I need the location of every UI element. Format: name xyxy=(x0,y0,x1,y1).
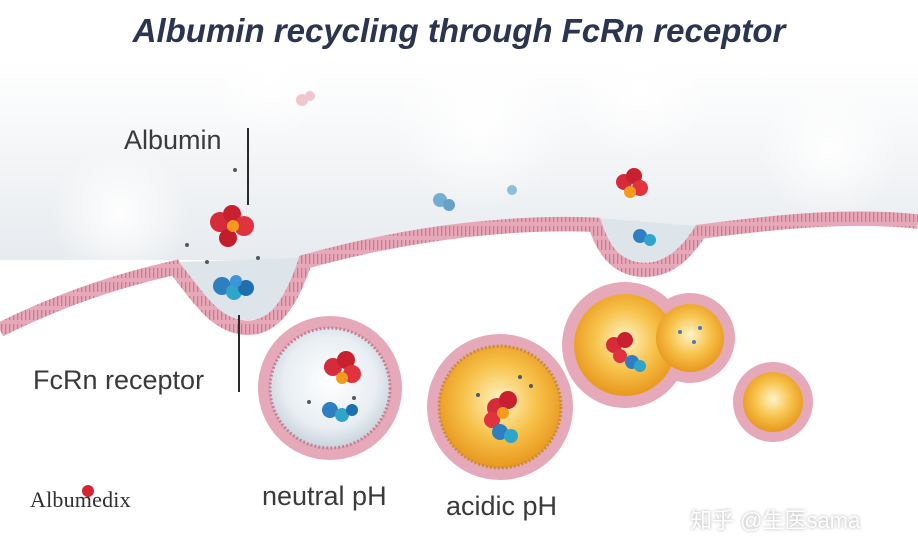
neutral-vesicle xyxy=(258,316,402,460)
diagram-title: Albumin recycling through FcRn receptor xyxy=(132,12,786,49)
floating-protein xyxy=(507,185,517,195)
acidic-ph-label: acidic pH xyxy=(446,491,558,521)
floating-protein xyxy=(296,91,315,106)
fcrn-receptor xyxy=(213,275,254,300)
fcrn-receptor-label: FcRn receptor xyxy=(33,365,205,395)
acidic-vesicle xyxy=(427,334,573,480)
neutral-ph-label: neutral pH xyxy=(262,481,387,511)
watermark: 知乎 @生医sama xyxy=(690,508,861,533)
albumedix-logo: Albumedix xyxy=(30,487,131,512)
floating-protein xyxy=(433,193,455,211)
fcrn-receptor xyxy=(633,229,656,246)
albumin-protein xyxy=(616,168,648,198)
small-vesicle xyxy=(733,362,813,442)
albumin-label: Albumin xyxy=(124,125,222,155)
sorting-endosome xyxy=(562,282,735,408)
albumin-protein xyxy=(210,205,254,247)
